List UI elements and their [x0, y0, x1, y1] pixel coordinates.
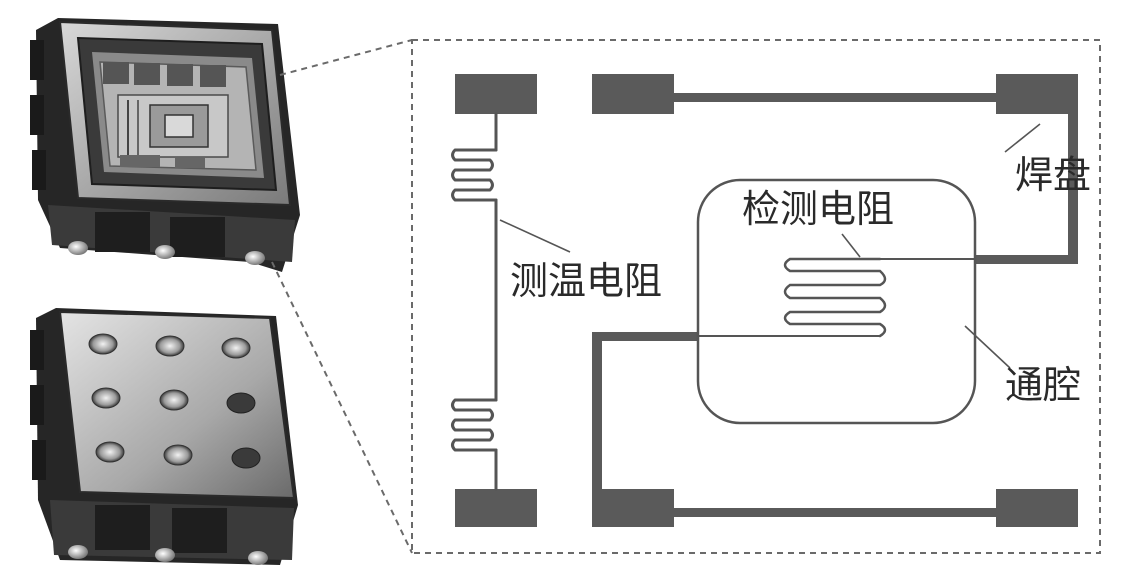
sensor-package-top — [30, 18, 300, 272]
label-temp-resistor: 测温电阻 — [510, 259, 662, 303]
pad-bottom-left — [455, 489, 537, 527]
leader-detect — [841, 233, 861, 258]
pad-top-middle — [592, 74, 674, 114]
detection-resistor — [783, 257, 887, 338]
pad-top-left — [455, 74, 537, 114]
leader-cavity — [964, 325, 1011, 369]
temperature-resistor — [451, 112, 498, 491]
cavity-outline — [696, 178, 977, 425]
pad-top-right — [996, 74, 1078, 114]
label-cavity: 通腔 — [1005, 363, 1081, 407]
zoom-line-upper — [279, 39, 413, 76]
pad-bottom-middle — [592, 489, 674, 527]
zoom-line-lower — [271, 261, 413, 554]
pads-and-traces — [455, 74, 1078, 527]
detail-frame — [411, 39, 1101, 554]
leader-temp — [499, 219, 571, 253]
leader-pad — [1004, 123, 1041, 153]
label-detect-resistor: 检测电阻 — [742, 187, 894, 231]
label-pad: 焊盘 — [1015, 153, 1091, 197]
sensor-package-bottom — [30, 308, 298, 565]
pad-bottom-right — [996, 489, 1078, 527]
